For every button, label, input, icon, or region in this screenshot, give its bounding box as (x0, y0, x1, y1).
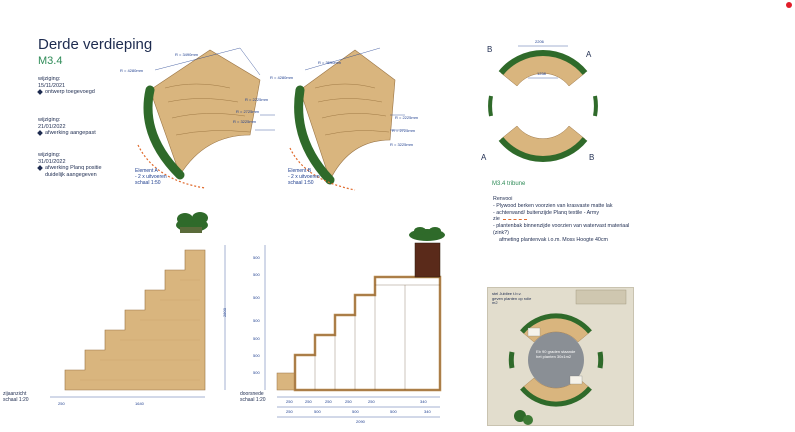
tribune-label-b: B (589, 153, 595, 162)
section-dim: 500 (390, 409, 397, 414)
tribune-plan (488, 45, 598, 163)
revision-label: wijziging: (38, 152, 61, 158)
section-dim: 340 (420, 399, 427, 404)
floorplan-drawing (488, 288, 633, 425)
section-dim: 250 (286, 409, 293, 414)
element-b-caption: Element B - 2 x uitvoeren schaal 1:50 (288, 168, 320, 186)
section-total: 2090 (356, 419, 365, 424)
element-b-drawing (289, 47, 405, 191)
tribune-caption: M3.4 tribune (492, 181, 526, 187)
radius-label: R = 4280mm (270, 75, 294, 80)
radius-label: R = 4280mm (120, 68, 144, 73)
radius-label: R = 3490mm (175, 52, 199, 57)
section-height: 500 (253, 336, 260, 341)
side-dim: 2800 (221, 308, 227, 317)
revision-1: wijziging: 15/11/2021 ontwerp toegevoegd (37, 76, 95, 96)
floorplan-note: Eb 90 graden staande het planten 30x1m2 (536, 349, 576, 359)
section-height: 500 (253, 370, 260, 375)
revision-date: 15/11/2021 (38, 82, 66, 89)
close-dot[interactable] (786, 2, 792, 8)
page-title: Derde verdieping (38, 36, 153, 53)
section-dim: 250 (286, 399, 293, 404)
element-b-scale: schaal 1:50 (288, 180, 314, 186)
section-dim: 340 (424, 409, 431, 414)
revision-date: 21/01/2022 (38, 123, 66, 130)
section-dim: 500 (352, 409, 359, 414)
element-a-name: Element A (135, 168, 158, 174)
section-dim: 500 (314, 409, 321, 414)
tribune-label-b: B (487, 45, 493, 54)
section-height: 500 (253, 295, 260, 300)
element-a-qty: - 2 x uitvoeren (135, 174, 167, 180)
radius-label: R = 2725mm (392, 128, 416, 133)
revision-marker-icon (37, 165, 43, 171)
tribune-dim: 1258 (537, 71, 546, 76)
legend-item: - Plywood berken voorzien van krasvaste … (493, 202, 613, 209)
section-height: 500 (253, 272, 260, 277)
side-view-caption: zijaanzicht schaal 1:20 (3, 391, 29, 403)
radius-label: R = 3225mm (390, 142, 414, 147)
side-view-label: zijaanzicht (3, 391, 27, 397)
section-dim: 250 (368, 399, 375, 404)
revision-2: wijziging: 21/01/2022 afwerking aangepas… (37, 117, 96, 137)
section-drawing (264, 227, 445, 418)
element-a-drawing (137, 47, 275, 189)
element-b-name: Element B (288, 168, 312, 174)
revision-marker-icon (37, 89, 43, 96)
radius-label: R = 2225mm (245, 97, 269, 102)
section-scale: schaal 1:20 (240, 397, 266, 403)
section-height: 500 (253, 318, 260, 323)
radius-label: R = 2225mm (395, 115, 419, 120)
legend-item: - achterwand/ buitenzijde Planq textile … (493, 209, 599, 216)
side-dim: 1640 (135, 401, 144, 406)
legend-item-row: zie (493, 216, 643, 223)
revision-note: afwerking Planq positie duidelijk aangeg… (45, 165, 102, 178)
element-b-qty: - 2 x uitvoeren (288, 174, 320, 180)
legend-heading: Renvooi (493, 196, 513, 202)
revision-3: wijziging: 31/01/2022 afwerking Planq po… (37, 152, 108, 178)
radius-label: R = 3690mm (318, 60, 342, 65)
section-dim: 250 (345, 399, 352, 404)
floorplan-thumbnail: stel Jubilee t.b.v. geven planten op rol… (487, 287, 634, 426)
revision-date: 31/01/2022 (38, 158, 66, 165)
element-a-scale: schaal 1:50 (135, 180, 161, 186)
tribune-label-a: A (586, 50, 592, 59)
page-code: M3.4 (38, 55, 63, 67)
revision-note: afwerking aangepast (45, 130, 96, 136)
legend-item: zie (493, 216, 500, 223)
floorplan-note: stel Jubilee t.b.v. geven planten op rol… (492, 291, 532, 305)
section-dim: 250 (305, 399, 312, 404)
legend-item: - plantenbak binnenzijde voorzien van wa… (493, 223, 630, 236)
section-height: 500 (253, 255, 260, 260)
revision-marker-icon (37, 130, 43, 137)
radius-label: R = 3225mm (233, 119, 257, 124)
legend-item: afmeting plantenvak i.o.m. Moss Hoogte 4… (499, 236, 608, 243)
side-dim: 250 (58, 401, 65, 406)
side-view-scale: schaal 1:20 (3, 397, 29, 403)
section-height: 500 (253, 353, 260, 358)
revision-label: wijziging: (38, 117, 61, 123)
radius-label: R = 2725mm (236, 109, 260, 114)
elements-plan-drawing (137, 47, 405, 191)
section-label: doorsnede (240, 391, 264, 397)
tribune-dim: 2206 (535, 39, 544, 44)
legend-notes: Renvooi - Plywood berken voorzien van kr… (493, 196, 643, 244)
side-view-drawing (50, 212, 226, 398)
revision-note: ontwerp toegevoegd (45, 89, 95, 95)
section-dim: 250 (325, 399, 332, 404)
tribune-label-a: A (481, 153, 487, 162)
element-a-caption: Element A - 2 x uitvoeren schaal 1:50 (135, 168, 167, 186)
dashed-line-icon (502, 219, 527, 221)
section-caption: doorsnede schaal 1:20 (240, 391, 266, 403)
revision-label: wijziging: (38, 76, 61, 82)
